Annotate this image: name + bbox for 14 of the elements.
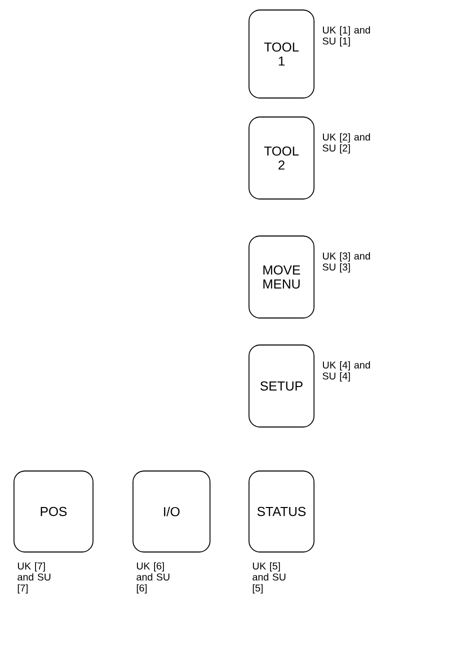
- key-caption: UK [5] and SU [5]: [252, 562, 286, 594]
- key-caption: UK [6] and SU [6]: [136, 562, 170, 594]
- key-caption: UK [3] and SU [3]: [322, 252, 370, 273]
- key-button: TOOL 2: [248, 116, 314, 200]
- key-button: I/O: [132, 470, 210, 552]
- key-caption: UK [1] and SU [1]: [322, 26, 370, 47]
- key-button: POS: [14, 470, 94, 552]
- key-button: TOOL 1: [248, 10, 314, 98]
- key-button: STATUS: [248, 470, 314, 552]
- key-button: MOVE MENU: [248, 236, 314, 318]
- key-caption: UK [7] and SU [7]: [18, 562, 50, 594]
- key-caption: UK [4] and SU [4]: [322, 361, 370, 382]
- key-button: SETUP: [248, 344, 314, 428]
- key-caption: UK [2] and SU [2]: [322, 133, 370, 154]
